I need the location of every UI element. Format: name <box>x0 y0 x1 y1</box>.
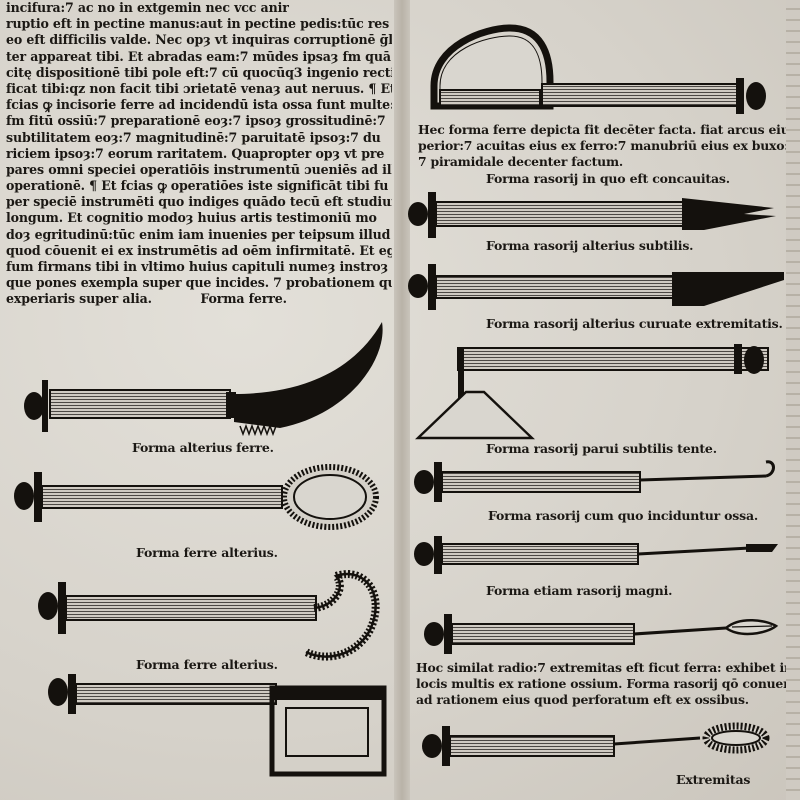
caption-r3: Forma rasorij alterius curuate extremita… <box>486 316 783 331</box>
rasp-curved-illustration <box>415 344 769 440</box>
text-line: riciem ipsoȝ:7 eorum raritatem. Quapropt… <box>6 145 385 161</box>
caption-extremitas: Extremitas <box>676 772 751 787</box>
adjacent-page-edge <box>786 0 800 800</box>
left-body-text: incifura:7 ac no in extgemin nec vcc ani… <box>6 0 392 308</box>
arc-saw-illustration <box>430 24 766 114</box>
text-line: per speciē instrumēti quo indiges quādo … <box>6 194 392 210</box>
caption-2: Forma ferre alterius. <box>136 545 278 560</box>
rasp-subtle-illustration <box>408 264 784 310</box>
right-paragraph-2: Hoc similat radio:7 extremitas eft ficut… <box>416 660 800 708</box>
caption-r4: Forma rasorij parui subtilis tente. <box>486 441 717 456</box>
caption-3: Forma ferre alterius. <box>136 657 278 672</box>
rasp-concave-illustration <box>408 192 776 238</box>
text-line: fm fitū ossiū:7 preparationē eoȝ:7 ipsoȝ… <box>6 113 386 129</box>
text-line: longum. Et cognitio modoȝ huius artis te… <box>6 210 377 226</box>
rasp-hooked-illustration <box>414 460 775 502</box>
rasp-pointed-illustration <box>414 536 778 574</box>
text-line: Hec forma ferre depicta fit decēter fact… <box>418 122 800 137</box>
text-line: perior:7 acuitas eius ex ferro:7 manubri… <box>418 138 789 153</box>
caption-r2: Forma rasorij alterius subtilis. <box>486 238 694 253</box>
text-line: ad rationem eius quod perforatum eft ex … <box>416 692 749 707</box>
text-line: pares omni speciei operatiōis instrument… <box>6 161 392 177</box>
text-line: que pones exempla super que incides. 7 p… <box>6 275 392 291</box>
text-line: Hoc similat radio:7 extremitas eft ficut… <box>416 660 793 675</box>
caption-1: Forma alterius ferre. <box>132 440 274 455</box>
right-paragraph-1: Hec forma ferre depicta fit decēter fact… <box>418 122 800 170</box>
caption-r5: Forma rasorij cum quo inciduntur ossa. <box>488 508 759 523</box>
text-line: quod cōuenit ei ex instrumētis ad oēm in… <box>6 242 392 258</box>
page-gutter <box>394 0 410 800</box>
text-line: locis multis ex ratione ossium. Forma ra… <box>416 676 800 691</box>
text-line: operationē. ¶ Et fcias ꝙ operatiōes iste… <box>6 178 389 194</box>
oval-saw-illustration <box>14 464 379 530</box>
text-line: citę dispositionē tibi pole eft:7 cū quo… <box>6 64 392 80</box>
text-line: eo eft difficilis valde. Nec opȝ vt inqu… <box>6 32 392 48</box>
caption-r1: Forma rasorij in quo eft concauitas. <box>486 171 730 186</box>
curved-saw-illustration <box>24 322 383 437</box>
text-line: doȝ egritudinū:tūc enim iam inuenies per… <box>6 226 391 242</box>
caption-forma-ferre: Forma ferre. <box>200 291 287 307</box>
rasp-spear-illustration <box>424 614 779 654</box>
text-line: subtilitatem eoȝ:7 magnitudinē:7 paruita… <box>6 129 381 145</box>
text-line: 7 piramidale decenter factum. <box>418 154 623 169</box>
text-line-end: experiaris super alia. <box>6 291 152 307</box>
caption-r6: Forma etiam rasorij magni. <box>486 583 673 598</box>
text-line: fum firmans tibi in vltimo huius capitul… <box>6 259 388 274</box>
text-line: ter appareat tibi. Et abradas eam:7 mūde… <box>6 48 391 64</box>
rasp-brush-illustration <box>422 722 770 766</box>
text-line: ruptio eft in pectine manus:aut in pecti… <box>6 16 392 32</box>
text-line: experiaris super alia. Forma ferre. <box>6 291 392 307</box>
hook-saw-illustration <box>38 570 380 661</box>
frame-tool-illustration <box>48 674 387 777</box>
text-line: ficat tibi:qz non facit tibi ɔrietatē ve… <box>6 80 392 96</box>
text-line: incifura:7 ac no in extgemin nec vcc ani… <box>6 0 289 15</box>
text-line: fcias ꝙ incisorie ferre ad incidendū ist… <box>6 97 392 113</box>
